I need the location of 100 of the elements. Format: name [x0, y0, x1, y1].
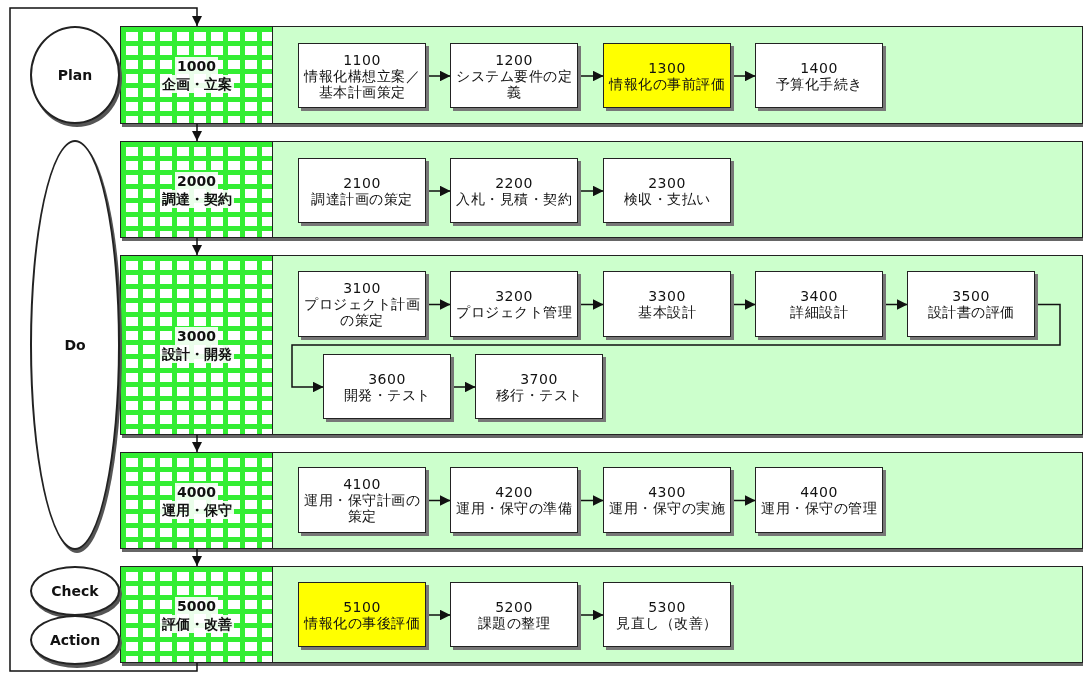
task-name: 詳細設計	[790, 304, 848, 320]
task-name: 運用・保守計画の策定	[303, 492, 421, 524]
task-name: 課題の整理	[477, 614, 551, 631]
process-box	[298, 158, 426, 223]
process-box	[603, 271, 731, 337]
phase-band	[120, 141, 1083, 238]
task-number: 1400	[800, 59, 838, 76]
process-box	[475, 354, 603, 419]
phase-number: 1000	[175, 57, 218, 75]
task-name: 入札・見積・契約	[456, 190, 572, 207]
task-name: 運用・保守の準備	[456, 500, 572, 516]
process-box	[298, 43, 426, 108]
phase-number: 5000	[175, 596, 218, 615]
process-box	[603, 467, 731, 533]
process-box	[755, 467, 883, 533]
task-number: 3600	[368, 370, 406, 387]
task-name: 見直し（改善）	[616, 614, 718, 631]
task-name: 情報化の事前評価	[609, 75, 725, 92]
phase-band	[120, 452, 1083, 549]
process-box	[450, 158, 578, 223]
task-number: 4100	[343, 476, 381, 492]
task-name: 情報化構想立案／基本計画策定	[303, 67, 421, 100]
phase-number: 3000	[175, 327, 218, 345]
arrow	[732, 495, 757, 506]
arrow	[191, 237, 203, 256]
process-box	[755, 271, 883, 337]
task-name: プロジェクト管理	[456, 304, 572, 320]
task-number: 2100	[343, 174, 381, 191]
task-number: 3200	[495, 288, 533, 304]
process-box	[450, 467, 578, 533]
task-name: 予算化手続き	[775, 75, 863, 92]
task-number: 1300	[648, 59, 686, 76]
task-name: 移行・テスト	[495, 386, 583, 403]
task-number: 5300	[648, 598, 686, 615]
task-number: 1200	[495, 51, 533, 68]
process-box	[450, 271, 578, 337]
phase-name: 企画・立案	[159, 75, 234, 93]
task-number: 3500	[952, 288, 990, 304]
task-name: 設計書の評価	[927, 304, 1015, 320]
task-name: システム要件の定義	[455, 67, 573, 100]
task-number: 2200	[495, 174, 533, 191]
arrow	[191, 123, 203, 142]
phase-band	[120, 566, 1083, 663]
process-box	[603, 43, 731, 108]
task-name: プロジェクト計画の策定	[303, 296, 421, 328]
task-number: 5200	[495, 598, 533, 615]
phase-name: 調達・契約	[159, 189, 234, 208]
phase-number: 4000	[175, 482, 218, 501]
arrow	[427, 299, 452, 310]
task-number: 4300	[648, 484, 686, 500]
task-number: 3700	[520, 370, 558, 387]
process-box	[450, 43, 578, 108]
phase-name: 運用・保守	[159, 500, 234, 519]
process-box	[298, 467, 426, 533]
stage-label: Check	[51, 583, 99, 599]
arrow	[579, 495, 605, 506]
task-name: 運用・保守の管理	[761, 500, 877, 516]
phase-name: 設計・開発	[159, 345, 234, 363]
arrow	[579, 299, 605, 310]
arrow	[427, 185, 452, 197]
arrow	[191, 434, 203, 453]
task-number: 3400	[800, 288, 838, 304]
process-box	[298, 271, 426, 337]
arrow	[9, 7, 203, 672]
arrow	[427, 609, 452, 621]
arrow	[579, 609, 605, 621]
task-name: 調達計画の策定	[311, 190, 413, 207]
process-box	[450, 582, 578, 647]
task-number: 4200	[495, 484, 533, 500]
process-box	[603, 582, 731, 647]
process-box	[323, 354, 451, 419]
process-box	[603, 158, 731, 223]
phase-name: 評価・改善	[159, 614, 234, 633]
task-number: 3100	[343, 280, 381, 296]
task-number: 1100	[343, 51, 381, 68]
task-number: 3300	[648, 288, 686, 304]
phase-band	[120, 255, 1083, 435]
arrow	[191, 548, 203, 567]
task-name: 検収・支払い	[623, 190, 711, 207]
task-number: 4400	[800, 484, 838, 500]
pdca-ellipse	[30, 615, 120, 665]
arrow	[579, 185, 605, 197]
arrow	[427, 495, 452, 506]
arrow	[732, 299, 757, 310]
phase-band	[120, 26, 1083, 124]
process-box	[755, 43, 883, 108]
pdca-ellipse	[30, 566, 120, 616]
task-name: 運用・保守の実施	[609, 500, 725, 516]
stage-label: Do	[64, 337, 86, 353]
arrow	[732, 70, 757, 82]
process-box	[907, 271, 1035, 337]
arrow	[427, 70, 452, 82]
task-name: 情報化の事後評価	[304, 614, 420, 631]
arrow	[452, 381, 477, 393]
task-number: 5100	[343, 598, 381, 615]
arrow	[884, 299, 909, 310]
stage-label: Plan	[57, 67, 93, 83]
task-name: 基本設計	[638, 304, 696, 320]
arrow	[579, 70, 605, 82]
task-name: 開発・テスト	[343, 386, 431, 403]
